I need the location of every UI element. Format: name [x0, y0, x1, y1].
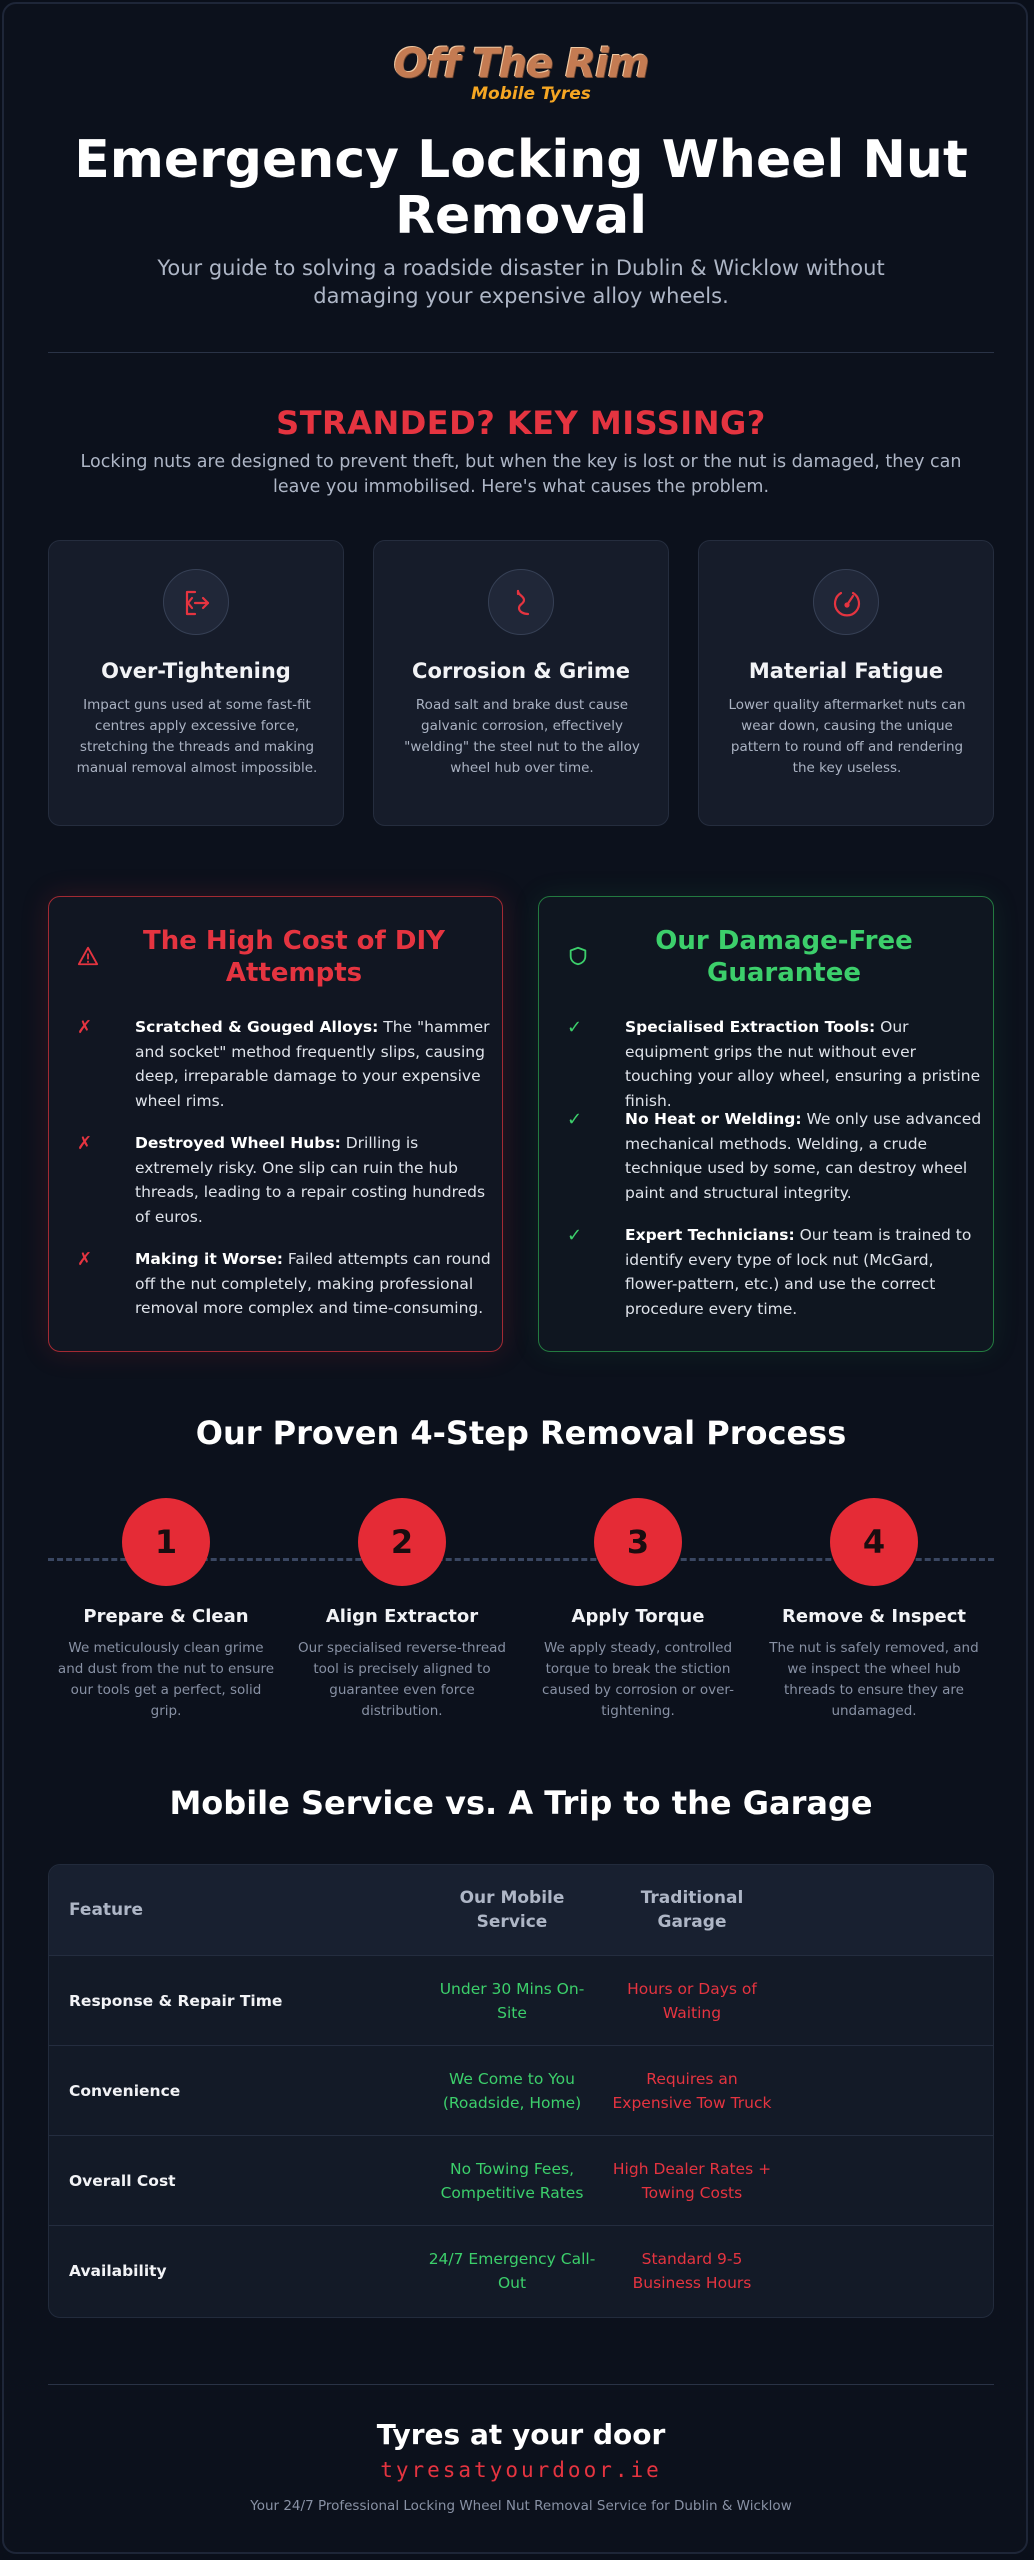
- column-header: Our Mobile Service: [459, 1888, 565, 1932]
- problem-intro: Locking nuts are designed to prevent the…: [80, 452, 962, 497]
- table-row: Availability 24/7 Emergency Call-Out Sta…: [49, 2225, 993, 2316]
- divider: [48, 2384, 994, 2385]
- row-label: Availability: [69, 2262, 167, 2280]
- page-title: Emergency Locking Wheel Nut Removal: [74, 130, 968, 246]
- diy-item-text: Drilling is extremely risky. One slip ca…: [135, 1134, 486, 1226]
- mobile-value: No Towing Fees, Competitive Rates: [440, 2160, 584, 2202]
- table-header: Feature Our Mobile Service Traditional G…: [49, 1865, 993, 1955]
- mobile-value: Under 30 Mins On-Site: [439, 1980, 585, 2022]
- step-text: The nut is safely removed, and we inspec…: [769, 1640, 979, 1719]
- garage-value: Hours or Days of Waiting: [627, 1980, 757, 2022]
- column-header: Feature: [69, 1900, 144, 1920]
- process-connector: [48, 1558, 994, 1561]
- garage-value: Requires an Expensive Tow Truck: [612, 2070, 772, 2112]
- step-number: 3: [594, 1498, 682, 1586]
- step-title: Apply Torque: [571, 1606, 705, 1627]
- cause-title: Over-Tightening: [101, 659, 291, 683]
- step-number: 1: [122, 1498, 210, 1586]
- row-label: Response & Repair Time: [69, 1992, 283, 2010]
- cross-icon: ✗: [77, 1017, 93, 1038]
- footer-tagline: Your 24/7 Professional Locking Wheel Nut…: [250, 2498, 792, 2514]
- diy-item-title: Making it Worse:: [135, 1250, 283, 1268]
- diy-item-text: Failed attempts can round off the nut co…: [135, 1250, 491, 1317]
- footer-url-link[interactable]: tyresatyourdoor.ie: [380, 2458, 662, 2482]
- step-number: 2: [358, 1498, 446, 1586]
- cause-title: Material Fatigue: [748, 659, 944, 683]
- diy-item-title: Destroyed Wheel Hubs:: [135, 1134, 341, 1152]
- diy-item-title: Scratched & Gouged Alloys:: [135, 1018, 379, 1036]
- row-label: Overall Cost: [69, 2172, 176, 2190]
- step-title: Remove & Inspect: [782, 1606, 966, 1627]
- process-heading: Our Proven 4-Step Removal Process: [195, 1414, 847, 1452]
- column-header: Traditional Garage: [640, 1888, 744, 1932]
- brand-logo[interactable]: Off The Rim Mobile Tyres: [48, 42, 994, 122]
- cause-text: Impact guns used at some fast-fit centre…: [76, 697, 318, 776]
- cross-icon: ✗: [77, 1133, 93, 1154]
- step-title: Prepare & Clean: [83, 1606, 249, 1627]
- guarantee-item-title: Specialised Extraction Tools:: [625, 1018, 876, 1036]
- step-text: We meticulously clean grime and dust fro…: [57, 1640, 275, 1719]
- guarantee-item-title: Expert Technicians:: [625, 1226, 795, 1244]
- check-icon: ✓: [567, 1017, 583, 1038]
- cause-card: Corrosion & Grime Road salt and brake du…: [373, 540, 669, 826]
- comparison-table: Feature Our Mobile Service Traditional G…: [48, 1864, 994, 2318]
- step-text: Our specialised reverse-thread tool is p…: [298, 1640, 506, 1719]
- mobile-value: We Come to You (Roadside, Home): [442, 2070, 582, 2112]
- diy-heading: The High Cost of DIY Attempts: [143, 926, 445, 988]
- check-icon: ✓: [567, 1225, 583, 1246]
- cause-text: Lower quality aftermarket nuts can wear …: [728, 697, 966, 776]
- brand-logo-subtitle: Mobile Tyres: [471, 84, 591, 104]
- brand-logo-title: Off The Rim: [393, 41, 650, 87]
- garage-value: Standard 9-5 Business Hours: [632, 2250, 752, 2292]
- page-subtitle: Your guide to solving a roadside disaste…: [157, 256, 885, 308]
- guarantee-item-title: No Heat or Welding:: [625, 1110, 802, 1128]
- compare-heading: Mobile Service vs. A Trip to the Garage: [169, 1784, 873, 1822]
- divider: [48, 352, 994, 353]
- warning-icon: [77, 945, 99, 971]
- step-text: We apply steady, controlled torque to br…: [542, 1640, 734, 1719]
- check-icon: ✓: [567, 1109, 583, 1130]
- guarantee-item-text: Our team is trained to identify every ty…: [625, 1226, 972, 1318]
- guarantee-item-text: Our equipment grips the nut without ever…: [625, 1018, 981, 1110]
- diy-cost-panel: The High Cost of DIY Attempts ✗ Scratche…: [48, 896, 503, 1352]
- shield-icon: [567, 945, 589, 971]
- guarantee-panel: Our Damage-Free Guarantee ✓ Specialised …: [538, 896, 994, 1352]
- footer-title: Tyres at your door: [376, 2418, 666, 2451]
- cross-icon: ✗: [77, 1249, 93, 1270]
- table-row: Convenience We Come to You (Roadside, Ho…: [49, 2045, 993, 2136]
- garage-value: High Dealer Rates + Towing Costs: [612, 2160, 772, 2202]
- cause-title: Corrosion & Grime: [412, 659, 630, 683]
- cause-card: Material Fatigue Lower quality aftermark…: [698, 540, 994, 826]
- problem-heading: STRANDED? KEY MISSING?: [276, 404, 766, 442]
- step-title: Align Extractor: [325, 1606, 479, 1627]
- diy-item-text: The "hammer and socket" method frequentl…: [135, 1018, 490, 1110]
- mobile-value: 24/7 Emergency Call-Out: [428, 2250, 596, 2292]
- corrosion-icon: [488, 569, 554, 635]
- cause-text: Road salt and brake dust cause galvanic …: [404, 697, 640, 776]
- exit-icon: [163, 569, 229, 635]
- guarantee-item-text: We only use advanced mechanical methods.…: [625, 1110, 982, 1202]
- gauge-icon: [813, 569, 879, 635]
- guarantee-heading: Our Damage-Free Guarantee: [655, 926, 913, 988]
- step-number: 4: [830, 1498, 918, 1586]
- table-row: Response & Repair Time Under 30 Mins On-…: [49, 1955, 993, 2046]
- cause-card: Over-Tightening Impact guns used at some…: [48, 540, 344, 826]
- table-row: Overall Cost No Towing Fees, Competitive…: [49, 2135, 993, 2226]
- row-label: Convenience: [69, 2082, 181, 2100]
